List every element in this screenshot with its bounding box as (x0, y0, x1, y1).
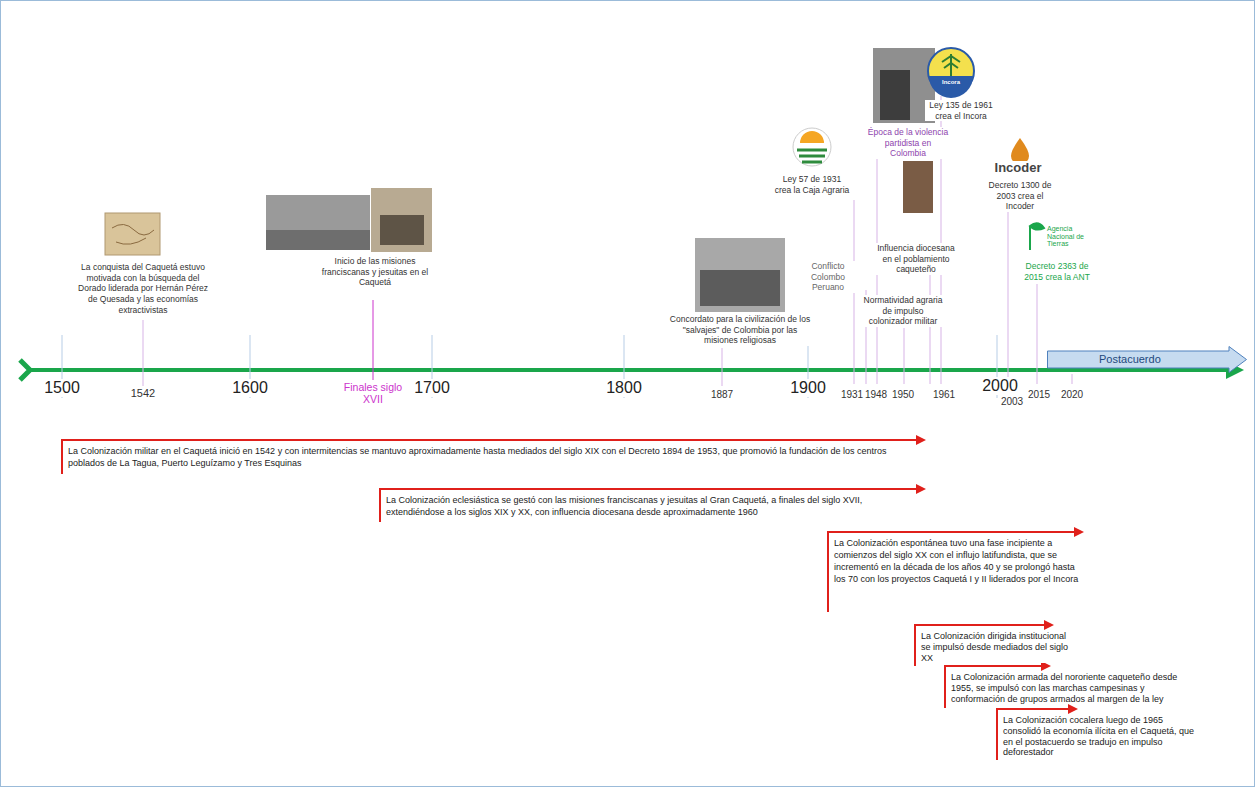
period-text: La Colonización armada del nororiente ca… (950, 672, 1185, 704)
year-label: 2020 (1060, 389, 1084, 400)
period-text: La Colonización dirigida institucional s… (920, 631, 1070, 663)
event-lines (143, 96, 1072, 386)
incora-logo-base (929, 76, 973, 98)
map-lines (112, 224, 154, 244)
caja-logo-lines (797, 150, 827, 162)
period-brackets (62, 440, 1076, 760)
map-image (105, 213, 160, 255)
year-label: 1961 (932, 389, 956, 400)
year-label: 1950 (891, 389, 915, 400)
event-note: Ley 135 de 1961 crea el Incora (925, 100, 997, 121)
ant-logo (1030, 223, 1044, 250)
year-label: Finales siglo XVII (342, 381, 404, 405)
event-note: Concordato para la civilización de los "… (665, 314, 815, 346)
year-label: 1700 (413, 379, 451, 397)
photo-diocese (903, 161, 933, 213)
event-note: La conquista del Caquetá estuvo motivada… (72, 262, 214, 315)
logo-text: Incoder (988, 161, 1048, 175)
axis-line (30, 368, 1228, 372)
event-note: Influencia diocesana en el poblamiento c… (876, 243, 956, 275)
event-note: Decreto 2363 de 2015 crea la ANT (1019, 261, 1095, 282)
period-text: La Colonización espontánea tuvo una fase… (833, 538, 1083, 586)
event-note: Decreto 1300 de 2003 crea el Incoder (984, 180, 1056, 212)
year-label: 1600 (231, 379, 269, 397)
period-arrow: Postacuerdo (1047, 346, 1247, 373)
event-line (373, 300, 374, 380)
axis-chevron (20, 360, 30, 380)
event-note: Conflicto Colombo Peruano (796, 261, 860, 293)
photo-missions-2 (371, 188, 432, 252)
year-label: 1542 (130, 387, 156, 399)
event-note: Inicio de las misiones franciscanas y je… (315, 256, 435, 288)
year-label: 1500 (43, 379, 81, 397)
photo-concordato (695, 238, 785, 312)
year-label: 2003 (1000, 396, 1024, 407)
period-text: La Colonización eclesiástica se gestó co… (385, 495, 915, 519)
caja-logo-sun (800, 131, 824, 143)
year-label: 1931 (840, 389, 864, 400)
caja-logo (793, 128, 831, 166)
arrow-outline (1048, 347, 1247, 373)
logo-text: Incora (937, 79, 965, 86)
photo-building (380, 215, 424, 245)
year-label: 1800 (605, 379, 643, 397)
event-note: Normatividad agraria de impulso coloniza… (860, 295, 946, 327)
year-label: 2000 (981, 377, 1019, 395)
year-label: 1948 (864, 389, 888, 400)
year-label: 1887 (710, 389, 734, 400)
year-label: 2015 (1027, 389, 1051, 400)
period-text: La Colonización militar en el Caquetá in… (67, 446, 912, 470)
photo-figure (880, 70, 910, 120)
event-note: Ley 57 de 1931 crea la Caja Agraria (773, 174, 851, 195)
photo-missions (266, 195, 370, 250)
event-note: Época de la violencia partidista en Colo… (866, 127, 950, 159)
photo-ground (266, 230, 370, 250)
year-label: 1900 (789, 379, 827, 397)
incora-tree (942, 54, 960, 76)
photo-people (700, 270, 780, 306)
period-text: La Colonización cocalera luego de 1965 c… (1002, 715, 1202, 758)
logo-text: Agencia Nacional de Tierras (1046, 225, 1098, 248)
period-name: Postacuerdo (1047, 346, 1247, 373)
